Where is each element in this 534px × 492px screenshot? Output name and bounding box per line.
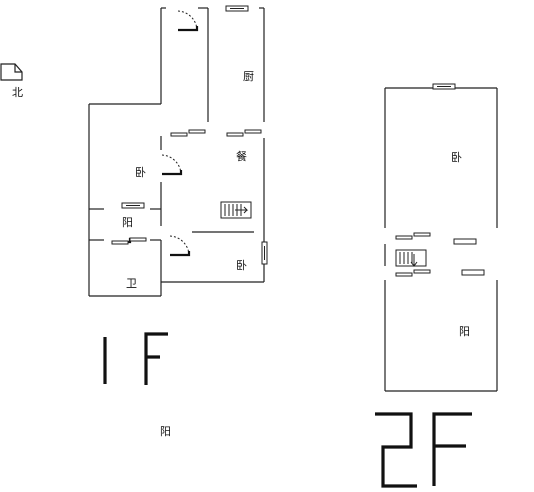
f2-label-bedroom: 卧	[451, 151, 462, 164]
f1-stair-arrow	[235, 206, 249, 214]
compass-icon	[0, 63, 23, 81]
f2-title	[375, 412, 472, 488]
f1-label-bedroom-left: 卧	[135, 166, 146, 179]
f1-slide-panel	[188, 129, 206, 134]
f1-label-balcony-left: 阳	[122, 216, 133, 229]
f2-window-mid	[453, 238, 477, 245]
f2-label-balcony: 阳	[459, 325, 470, 338]
f2-slide-panel	[413, 232, 431, 237]
f1-label-kitchen: 厨	[243, 70, 254, 83]
f2-slide-panel	[395, 235, 413, 240]
f1-label-bedroom-right: 卧	[236, 259, 247, 272]
f2-title-stroke-2	[375, 412, 417, 488]
compass-label: 北	[12, 86, 23, 99]
f1-slide-panel	[111, 240, 129, 245]
f1-slide-panel	[244, 129, 262, 134]
f1-label-balcony-bottom: 阳	[160, 425, 171, 438]
f1-door-swing	[177, 10, 198, 31]
f1-door-swing	[169, 235, 190, 256]
f2-slide-panel	[413, 269, 431, 274]
floor1-plan: 厨 餐 卧 阳 卫 卧 阳	[88, 5, 268, 438]
f1-slide-panel	[226, 132, 244, 137]
f2-stair-arrow	[410, 254, 418, 267]
compass-fold	[14, 64, 22, 73]
compass: 北	[0, 63, 23, 99]
f2-slide-panel	[395, 272, 413, 277]
f1-label-dining: 餐	[236, 149, 247, 163]
f2-title-stroke-F	[432, 412, 472, 486]
f1-slide-panel	[129, 237, 147, 242]
f1-label-bathroom: 卫	[126, 277, 137, 290]
f1-title	[103, 332, 168, 385]
f1-door-leaf	[178, 26, 199, 32]
f1-door-leaf	[170, 251, 191, 257]
floor2-plan: 卧 阳	[375, 83, 498, 488]
f1-door-leaf	[162, 170, 183, 176]
f1-title-stroke-F	[144, 332, 168, 385]
f2-window-mid	[461, 269, 485, 276]
f1-slide-panel	[170, 132, 188, 137]
f1-door-swing	[161, 154, 182, 175]
